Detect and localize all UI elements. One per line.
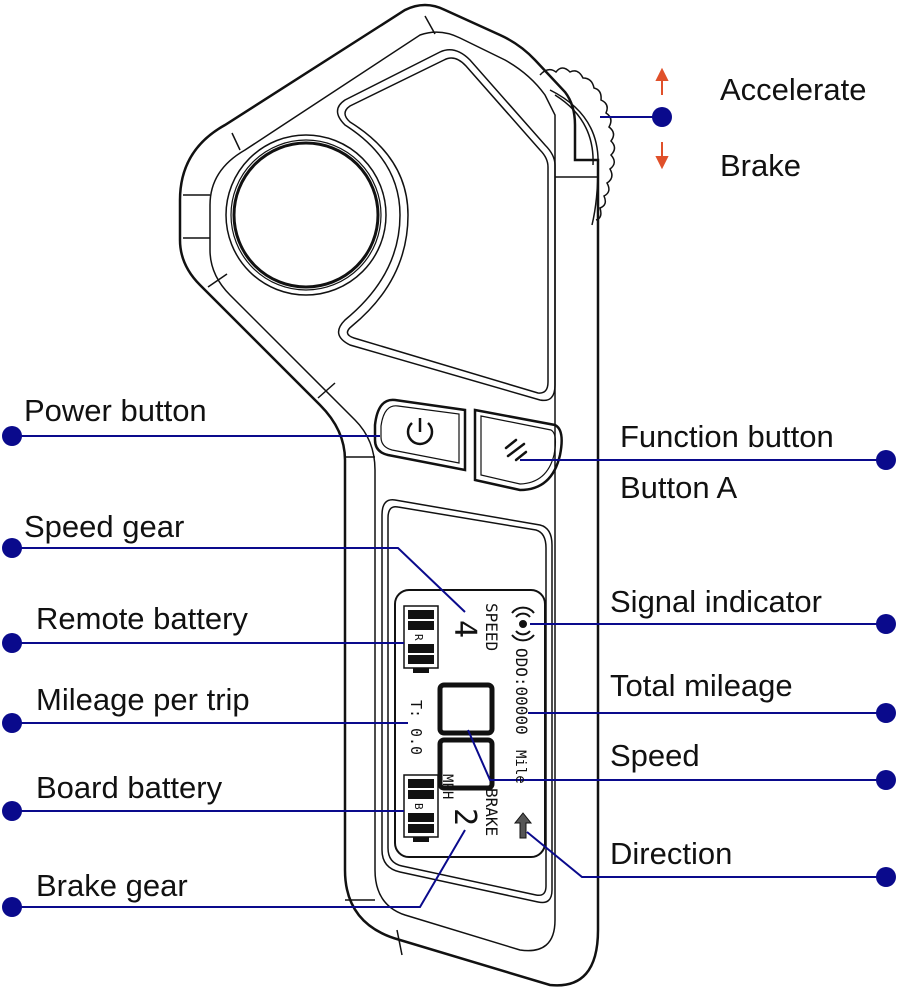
lcd-remote-battery-letter: R [412,634,425,641]
brake-arrow-icon [655,142,669,170]
lcd-frame [381,499,553,904]
lcd-odometer-unit: Mile [512,750,528,784]
function-lines-icon [504,438,528,462]
up-arrow-icon [513,812,533,839]
label-brake-gear: Brake gear [36,868,188,903]
power-button[interactable] [373,398,467,472]
label-power-button: Power button [24,393,207,428]
callout-dot-function-button [876,450,896,470]
label-board-battery: Board battery [36,770,223,805]
label-speed-gear: Speed gear [24,509,185,544]
accelerate-arrow-icon [655,67,669,95]
label-remote-battery: Remote battery [36,601,248,636]
top-pad [336,49,556,402]
lcd-speed-gear-value: 4 [447,620,482,638]
lcd-board-battery-letter: B [412,803,425,810]
callout-line-speed-gear [12,547,466,613]
board-battery-icon [403,774,439,842]
callout-dot-direction [876,867,896,887]
label-function-button: Function button [620,419,834,454]
throttle-wheel[interactable] [539,67,616,226]
lcd-brake-gear-value: 2 [447,808,482,826]
lcd-odometer: ODO:00000 [512,648,531,735]
label-mileage-per-trip: Mileage per trip [36,682,250,717]
callout-dot-signal-indicator [876,614,896,634]
label-brake: Brake [720,148,801,183]
label-button-a: Button A [620,470,738,505]
lcd-brake-label: BRAKE [482,788,501,836]
callout-dot-brake-gear [2,897,22,917]
callout-line-speed [467,729,886,781]
callout-lines [12,116,886,908]
lcd-trip-value: 0.0 [407,728,425,755]
power-icon [406,418,434,446]
callout-dot-mileage-per-trip [2,713,22,733]
callout-dot-speed [876,770,896,790]
callout-dot-remote-battery [2,633,22,653]
callout-line-direction [526,831,886,878]
joystick [225,134,387,296]
callout-dots [2,107,896,917]
callout-dot-speed-gear [2,538,22,558]
callout-dot-power-button [2,426,22,446]
callout-line-brake-gear [12,829,466,908]
speed-digits [437,682,495,791]
remote-body-inner [183,15,598,956]
remote-battery-icon [403,605,439,673]
label-accelerate: Accelerate [720,72,867,107]
callout-dot-board-battery [2,801,22,821]
lcd-speed-unit: MPH [439,774,455,799]
callout-dot-total-mileage [876,703,896,723]
function-button[interactable] [473,408,563,492]
label-total-mileage: Total mileage [610,668,793,703]
lcd-trip-label: T: [407,700,425,718]
remote-body [178,3,600,987]
label-signal-indicator: Signal indicator [610,584,822,619]
lcd-speed-label: SPEED [482,603,501,651]
signal-icon [511,606,535,642]
label-direction: Direction [610,836,733,871]
callout-dot-throttle [652,107,672,127]
label-speed: Speed [610,738,700,773]
